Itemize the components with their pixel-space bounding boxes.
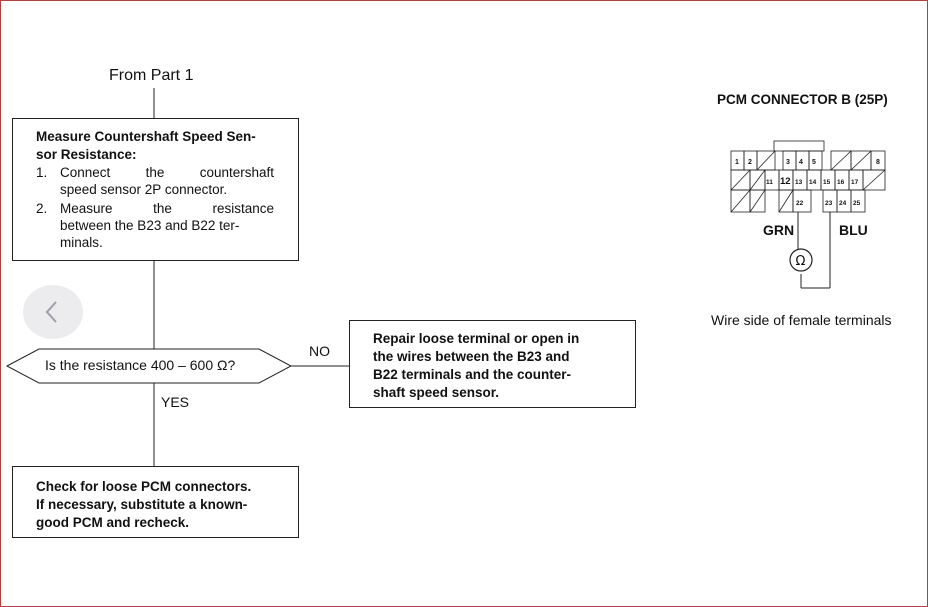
no-branch-label: NO (309, 343, 330, 359)
pin-label: 4 (799, 159, 803, 166)
connector-row-1: 1 2 3 4 5 8 (730, 150, 886, 171)
repair-box: Repair loose terminal or open in the wir… (349, 320, 636, 408)
step1-item2-number: 2. (36, 201, 48, 216)
chevron-left-icon (45, 301, 57, 323)
blank-cavity-hatch (830, 150, 852, 171)
pin-label: 23 (825, 200, 833, 207)
repair-line4: shaft speed sensor. (373, 385, 500, 400)
repair-line3: B22 terminals and the counter- (373, 367, 572, 382)
pin-label: 13 (795, 179, 803, 186)
step1-item1-line2: speed sensor 2P connector. (60, 182, 228, 197)
blank-cavity-hatch (749, 169, 766, 191)
cavity (792, 189, 812, 213)
pin-label: 12 (780, 176, 791, 187)
step1-item2-line2: between the B23 and B22 ter- (60, 218, 240, 233)
step1-item1-word: the (145, 165, 165, 180)
pin-label: 8 (876, 159, 880, 166)
cavity (862, 169, 886, 191)
previous-button[interactable] (23, 285, 83, 339)
step1-item2-line1: Measure the resistance (60, 201, 274, 216)
pin-label: 22 (796, 200, 804, 207)
step1-item2-word: resistance (212, 201, 274, 216)
connector-key-tab (773, 140, 825, 152)
pin-label: 1 (735, 159, 739, 166)
pin-label: 11 (766, 179, 773, 186)
pin-label: 24 (839, 200, 847, 207)
check-line2: If necessary, substitute a known- (36, 497, 248, 512)
pin-label: 15 (823, 179, 831, 186)
blank-cavity-hatch (850, 150, 872, 171)
step1-item2-word: the (153, 201, 172, 216)
step1-item2-word: Measure (60, 201, 113, 216)
blank-cavity-hatch (862, 169, 886, 191)
step1-item2-line3: minals. (60, 235, 103, 250)
repair-line1: Repair loose terminal or open in (373, 331, 580, 346)
step1-box: Measure Countershaft Speed Sen- sor Resi… (12, 118, 299, 261)
step1-item1-number: 1. (36, 165, 48, 180)
connector-row-2: 11 12 13 14 15 16 17 (730, 169, 886, 191)
step1-title-line1: Measure Countershaft Speed Sen- (36, 129, 256, 144)
wire-color-right: BLU (839, 222, 868, 238)
connector-row-3: 22 23 24 25 (730, 189, 866, 213)
ohmmeter-icon (789, 248, 813, 272)
pin-label: 17 (851, 179, 859, 186)
yes-branch-label: YES (161, 394, 190, 410)
ohm-symbol: Ω (796, 254, 806, 269)
pin-label: 2 (748, 159, 752, 166)
step1-item1-word: countershaft (199, 165, 274, 180)
wire-color-left: GRN (763, 222, 795, 238)
step1-item1-word: Connect (60, 165, 111, 180)
pin-label: 14 (809, 179, 817, 186)
pin-label: 25 (853, 200, 861, 207)
step1-title-line2: sor Resistance: (36, 147, 137, 162)
pin-label: 5 (812, 159, 816, 166)
connector-caption: Wire side of female terminals (711, 312, 892, 328)
pin-label: 16 (837, 179, 845, 186)
check-line1: Check for loose PCM connectors. (36, 479, 252, 494)
pcm-connector-diagram: 1 2 3 4 5 8 11 12 13 14 15 1 (730, 140, 886, 289)
blank-cavity-hatch (749, 189, 766, 213)
repair-line2: the wires between the B23 and (373, 349, 570, 364)
cavity (850, 189, 866, 213)
decision-question: Is the resistance 400 – 600 Ω? (45, 357, 236, 373)
pin-label: 3 (786, 159, 790, 166)
step1-item1-line1: Connect the countershaft (60, 165, 274, 180)
check-line3: good PCM and recheck. (36, 515, 190, 530)
blank-cavity-hatch (730, 189, 751, 213)
blank-cavity-hatch (778, 189, 794, 213)
blank-cavity-hatch (756, 150, 776, 171)
connector-title: PCM CONNECTOR B (25P) (717, 92, 888, 107)
check-box: Check for loose PCM connectors. If neces… (12, 466, 299, 538)
start-label: From Part 1 (109, 67, 194, 84)
cavity (749, 189, 766, 213)
blank-cavity-hatch (730, 169, 751, 191)
